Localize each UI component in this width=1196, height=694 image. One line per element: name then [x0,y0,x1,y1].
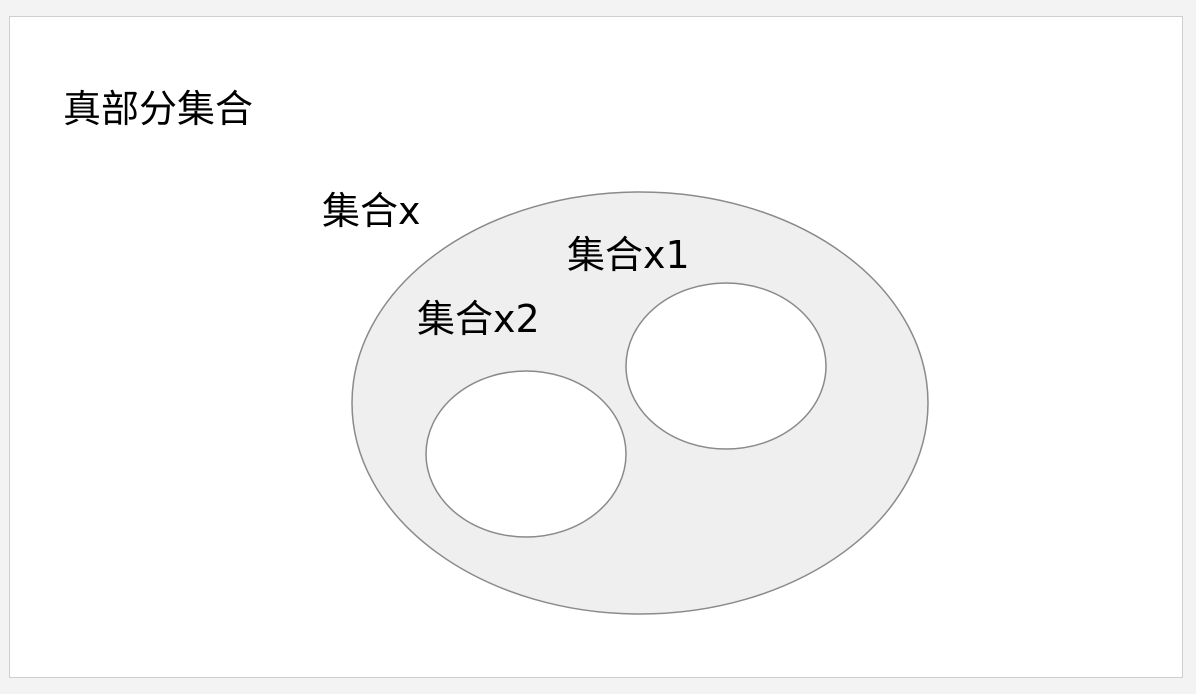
set-x2-label: 集合x2 [417,297,540,341]
venn-diagram [351,191,929,615]
slide: 真部分集合 集合x 集合x1 集合x2 [9,16,1183,678]
set-x1-ellipse [625,282,827,450]
set-x1-label: 集合x1 [567,233,690,277]
slide-title: 真部分集合 [63,87,254,131]
set-x2-ellipse [425,370,627,538]
set-x-label: 集合x [322,189,421,233]
